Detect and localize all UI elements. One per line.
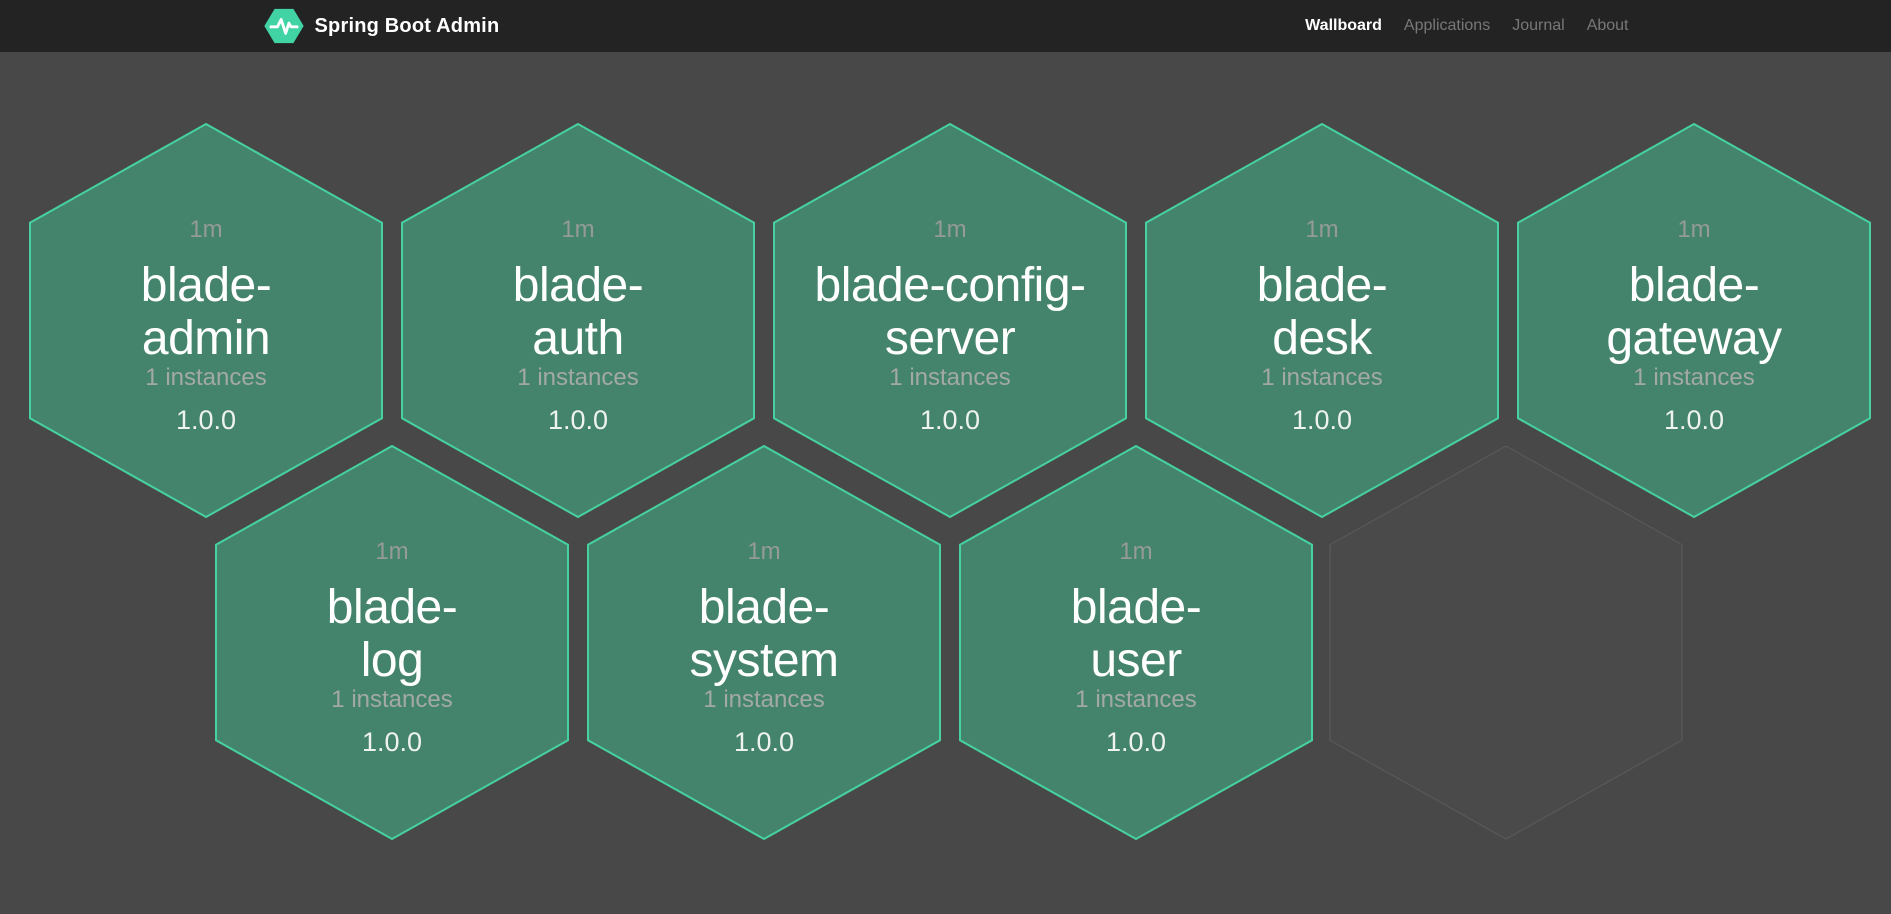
app-uptime: 1m bbox=[933, 216, 967, 243]
hexagon-shape bbox=[587, 445, 941, 840]
hexagon-shape bbox=[215, 445, 569, 840]
hexagon-shape bbox=[773, 123, 1127, 518]
app-hexagon-blade-log[interactable]: 1m blade- log 1 instances 1.0.0 bbox=[215, 445, 569, 840]
hexagon-shape bbox=[29, 123, 383, 518]
main-nav: Wallboard Applications Journal About bbox=[1294, 17, 1628, 35]
app-uptime: 1m bbox=[747, 538, 781, 565]
hexagon-shape bbox=[959, 445, 1313, 840]
nav-item-wallboard[interactable]: Wallboard bbox=[1305, 17, 1382, 34]
app-hexagon-blade-user[interactable]: 1m blade- user 1 instances 1.0.0 bbox=[959, 445, 1313, 840]
app-hexagon-content: 1m blade- log 1 instances 1.0.0 bbox=[215, 445, 569, 840]
app-name: blade- gateway bbox=[1606, 259, 1782, 365]
brand-title: Spring Boot Admin bbox=[314, 14, 500, 37]
app-name: blade- system bbox=[689, 581, 839, 687]
app-instances: 1 instances bbox=[331, 686, 453, 713]
nav-item-applications[interactable]: Applications bbox=[1403, 17, 1491, 34]
app-version: 1.0.0 bbox=[733, 727, 795, 757]
app-hexagon-blade-admin[interactable]: 1m blade- admin 1 instances 1.0.0 bbox=[29, 123, 383, 518]
brand-link[interactable]: Spring Boot Admin bbox=[263, 8, 500, 44]
app-name: blade- user bbox=[1070, 581, 1202, 687]
app-version: 1.0.0 bbox=[1105, 727, 1167, 757]
app-name: blade- desk bbox=[1256, 259, 1388, 365]
app-name: blade- admin bbox=[140, 259, 272, 365]
nav-item-journal[interactable]: Journal bbox=[1512, 17, 1565, 34]
app-uptime: 1m bbox=[1305, 216, 1339, 243]
app-uptime: 1m bbox=[561, 216, 595, 243]
app-uptime: 1m bbox=[375, 538, 409, 565]
app-hexagon-blade-system[interactable]: 1m blade- system 1 instances 1.0.0 bbox=[587, 445, 941, 840]
empty-hexagon-shape bbox=[1329, 445, 1683, 840]
hexagon-shape bbox=[1517, 123, 1871, 518]
empty-hexagon-placeholder bbox=[1329, 445, 1683, 840]
app-hexagon-blade-config-server[interactable]: 1m blade-config- server 1 instances 1.0.… bbox=[773, 123, 1127, 518]
app-hexagon-content: 1m blade- admin 1 instances 1.0.0 bbox=[29, 123, 383, 518]
app-hexagon-content: 1m blade- desk 1 instances 1.0.0 bbox=[1145, 123, 1499, 518]
app-instances: 1 instances bbox=[889, 364, 1011, 391]
app-uptime: 1m bbox=[1119, 538, 1153, 565]
app-name: blade- log bbox=[326, 581, 458, 687]
app-hexagon-content: 1m blade-config- server 1 instances 1.0.… bbox=[773, 123, 1127, 518]
app-version: 1.0.0 bbox=[1291, 405, 1353, 435]
hexagon-shape bbox=[1145, 123, 1499, 518]
app-uptime: 1m bbox=[1677, 216, 1711, 243]
top-navbar: Spring Boot Admin Wallboard Applications… bbox=[0, 0, 1891, 52]
app-version: 1.0.0 bbox=[1663, 405, 1725, 435]
nav-item-about[interactable]: About bbox=[1586, 17, 1629, 34]
app-hexagon-blade-desk[interactable]: 1m blade- desk 1 instances 1.0.0 bbox=[1145, 123, 1499, 518]
spring-boot-admin-logo-icon bbox=[263, 8, 304, 44]
app-instances: 1 instances bbox=[1075, 686, 1197, 713]
app-name: blade- auth bbox=[512, 259, 644, 365]
app-hexagon-content: 1m blade- user 1 instances 1.0.0 bbox=[959, 445, 1313, 840]
app-instances: 1 instances bbox=[1633, 364, 1755, 391]
navbar-container: Spring Boot Admin Wallboard Applications… bbox=[263, 0, 1629, 52]
app-instances: 1 instances bbox=[517, 364, 639, 391]
app-version: 1.0.0 bbox=[919, 405, 981, 435]
app-uptime: 1m bbox=[189, 216, 223, 243]
app-hexagon-content: 1m blade- auth 1 instances 1.0.0 bbox=[401, 123, 755, 518]
hexagon-shape bbox=[401, 123, 755, 518]
app-hexagon-blade-auth[interactable]: 1m blade- auth 1 instances 1.0.0 bbox=[401, 123, 755, 518]
app-hexagon-blade-gateway[interactable]: 1m blade- gateway 1 instances 1.0.0 bbox=[1517, 123, 1871, 518]
app-hexagon-content: 1m blade- gateway 1 instances 1.0.0 bbox=[1517, 123, 1871, 518]
app-instances: 1 instances bbox=[145, 364, 267, 391]
app-instances: 1 instances bbox=[703, 686, 825, 713]
app-name: blade-config- server bbox=[814, 259, 1087, 365]
wallboard-grid: 1m blade- admin 1 instances 1.0.0 1m bla… bbox=[0, 52, 1891, 914]
app-version: 1.0.0 bbox=[175, 405, 237, 435]
app-version: 1.0.0 bbox=[361, 727, 423, 757]
app-instances: 1 instances bbox=[1261, 364, 1383, 391]
app-hexagon-content: 1m blade- system 1 instances 1.0.0 bbox=[587, 445, 941, 840]
app-version: 1.0.0 bbox=[547, 405, 609, 435]
